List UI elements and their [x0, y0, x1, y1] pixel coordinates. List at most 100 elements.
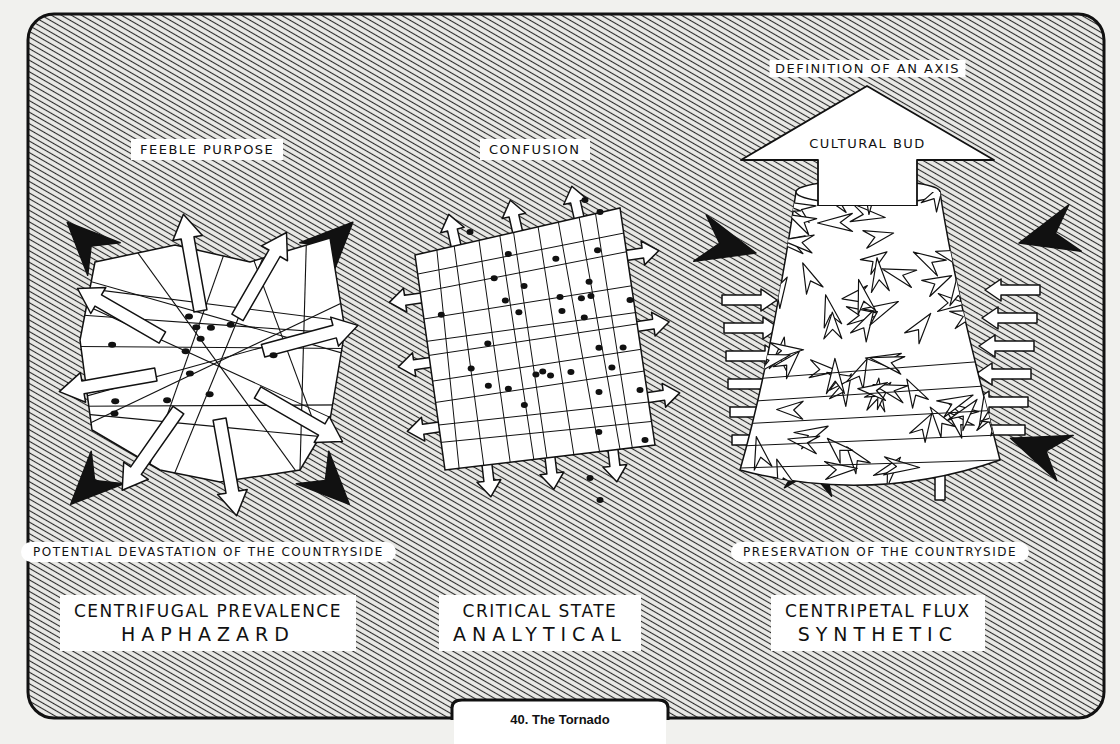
settlement-dot: [192, 324, 200, 330]
stage-box: CENTRIFUGAL PREVALENCEHAPHAZARD: [60, 595, 356, 651]
node-subtext: HAPHAZARD: [74, 623, 342, 645]
node-text: CENTRIPETAL FLUX: [785, 601, 971, 621]
black-arrow: [749, 227, 784, 244]
grid-line: [596, 214, 633, 448]
white-arrow: [724, 317, 779, 339]
settlement-dot: [182, 348, 190, 354]
grid-line: [558, 222, 599, 451]
settlement-dot: [206, 391, 214, 397]
scattered-dot: [642, 437, 649, 443]
black-arrow: [913, 252, 946, 276]
white-arrow: [976, 363, 1031, 385]
settlement-dot: [108, 342, 116, 348]
grid-line: [421, 420, 671, 445]
scattered-dot: [637, 387, 644, 393]
node-text: POTENTIAL DEVASTATION OF THE COUNTRYSIDE: [33, 545, 384, 559]
black-arrow: [950, 310, 984, 329]
black-arrow: [858, 383, 888, 401]
node-text: CONFUSION: [489, 142, 581, 157]
bud-body: [740, 192, 1000, 485]
white-arrow: [722, 289, 777, 311]
settlement-dot: [620, 345, 627, 351]
black-arrow: [1019, 205, 1081, 251]
black-arrow: [803, 263, 823, 294]
black-arrow: [694, 215, 756, 261]
white-arrow: [232, 233, 288, 321]
street-line: [299, 235, 306, 490]
arc-band: POTENTIAL DEVASTATION OF THE COUNTRYSIDE: [21, 542, 396, 562]
settlement-dot: [438, 312, 445, 318]
settlement-dot: [269, 352, 277, 358]
settlement-dot: [594, 247, 601, 253]
settlement-dot: [110, 411, 118, 417]
black-arrow: [748, 207, 766, 238]
black-arrow: [977, 399, 996, 436]
settlement-dot: [586, 279, 593, 285]
black-arrow: [962, 294, 991, 312]
settlement-dot: [595, 429, 602, 435]
street-line: [70, 276, 360, 359]
settlement-dot: [532, 371, 539, 377]
black-arrow: [847, 359, 867, 389]
black-arrow: [1011, 435, 1074, 480]
settlement-dot: [111, 398, 119, 404]
settlement-dot: [207, 325, 215, 331]
black-arrow: [851, 310, 874, 342]
node-text: CRITICAL STATE: [453, 601, 627, 621]
black-arrow: [788, 436, 820, 454]
black-arrow: [860, 252, 887, 274]
settlement-dot: [502, 297, 509, 303]
arc-band: PRESERVATION OF THE COUNTRYSIDE: [731, 542, 1029, 562]
grid-line: [404, 283, 651, 322]
grid-line: [500, 236, 534, 460]
figure-caption: 40. The Tornado: [460, 712, 660, 727]
black-arrow: [858, 280, 876, 315]
black-arrow: [922, 276, 952, 297]
black-arrow: [905, 313, 931, 343]
street-lines: [70, 235, 360, 490]
settlement-dot: [567, 369, 574, 375]
settlement-dot: [581, 315, 588, 321]
black-arrow: [950, 278, 968, 306]
label-box: FEEBLE PURPOSE: [131, 139, 283, 160]
scattered-dot: [627, 297, 634, 303]
grid-line: [413, 346, 660, 384]
black-arrow: [742, 352, 761, 380]
scattered-dot: [597, 209, 604, 215]
street-line: [740, 460, 1000, 468]
node-subtext: SYNTHETIC: [785, 623, 971, 645]
white-arrow: [261, 317, 357, 357]
grid-lines: [398, 214, 671, 469]
settlement-dot: [595, 345, 602, 351]
settlement-dot: [505, 251, 512, 257]
white-arrow: [213, 418, 247, 516]
node-text: DEFINITION OF AN AXIS: [769, 60, 966, 77]
scattered-dot: [597, 497, 604, 503]
settlement-dot: [552, 256, 559, 262]
settlement-dot: [558, 308, 565, 314]
black-arrow: [746, 295, 766, 324]
node-subtext: CULTURAL BUD: [809, 136, 926, 151]
street-line: [740, 410, 1000, 424]
axis-arrow: DEFINITION OF AN AXIS CULTURAL BUD: [730, 56, 1005, 206]
axis-arrow-shape: [730, 56, 1005, 206]
white-arrow: [122, 406, 184, 490]
settlement-dot: [485, 383, 492, 389]
street-line: [740, 360, 1000, 380]
black-arrow: [981, 412, 1011, 436]
settlement-dot: [608, 365, 615, 371]
black-arrow: [754, 437, 772, 471]
white-arrow: [985, 279, 1040, 301]
settlement-dot: [515, 309, 522, 315]
black-arrow: [767, 198, 801, 226]
black-arrow: [826, 358, 844, 393]
black-arrow: [777, 459, 796, 491]
scattered-dot: [587, 475, 594, 481]
tornado-figures: [59, 180, 1081, 516]
black-arrow: [71, 451, 124, 504]
scattered-dot: [467, 229, 474, 235]
black-arrow: [788, 215, 816, 235]
settlement-dot: [185, 313, 193, 319]
settlement-dot: [547, 372, 554, 378]
settlement-dot: [505, 386, 512, 392]
